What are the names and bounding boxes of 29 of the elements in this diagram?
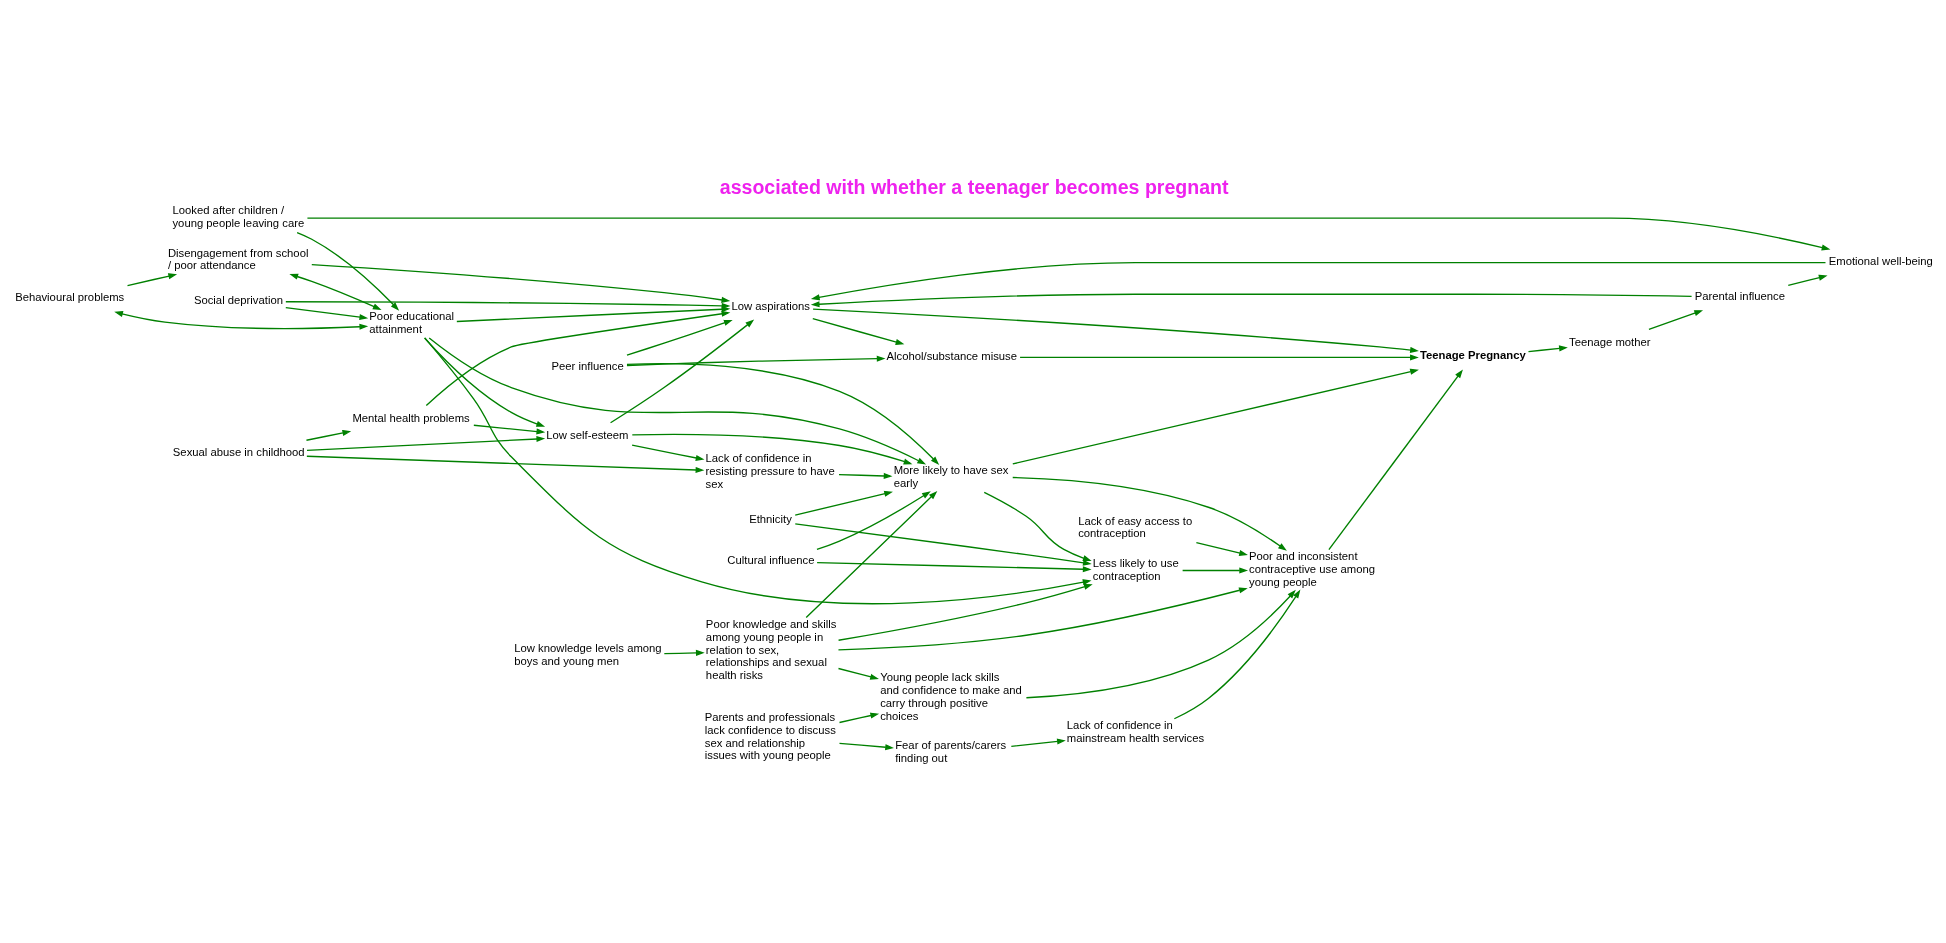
node-text: Peer influence [551,359,624,372]
node-text: Cultural influence [726,554,814,567]
node-text: Emotional well-being [1828,255,1933,268]
node-text: Lack of confidence in mainstream health services [1066,719,1204,745]
node-text: Lack of confidence in resisting pressure to have sex [704,452,835,491]
node-text: Parental influence [1694,289,1785,302]
node-text: Ethnicity [748,513,792,526]
node-text: Mental health problems [351,411,470,424]
node-text: Poor knowledge and skills among young people in relation to sex, relationships and sexual health risks [705,618,836,682]
diagram-title: associated with whether a teenager becomes pregnant [719,175,1229,198]
node-text: More likely to have sex early [893,464,1008,489]
node-text: Alcohol/substance misuse [886,350,1017,363]
node-text: Behavioural problems [14,291,124,304]
node-text: Looked after children / young people leaving care [171,204,304,230]
node-text: Poor and inconsistent contraceptive use among young people [1248,550,1375,588]
node-text: Sexual abuse in childhood [172,446,305,459]
node-text: Low knowledge levels among boys and young men [513,641,662,667]
node-text: Parents and professionals lack confidence to discuss sex and relationship issues with young people [704,711,836,762]
node-text: Social deprivation [193,294,283,307]
node-text: Poor educational attainment [368,309,454,335]
node-text: Young people lack skills and confidence to make and carry through positive choices [879,671,1022,722]
node-text: Teenage mother [1568,335,1651,348]
node-text: Teenage Pregnancy [1419,349,1526,362]
node-text: Low aspirations [730,299,810,312]
node-text: Fear of parents/carers finding out [894,738,1006,764]
node-text: Less likely to use contraception [1092,556,1179,582]
node-text: Lack of easy access to contraception [1077,514,1192,540]
node-text: Disengagement from school / poor attendance [167,246,308,272]
node-text: Low self-esteem [545,429,628,442]
